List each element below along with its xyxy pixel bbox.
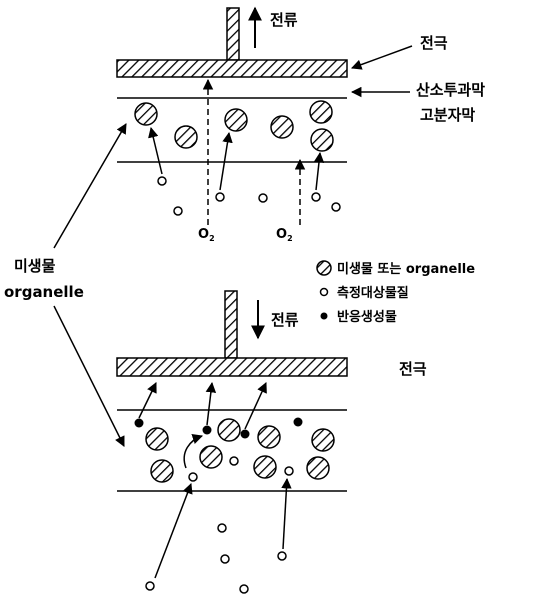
substance-arrow xyxy=(313,151,325,191)
substance xyxy=(229,456,239,466)
bottom-lead-wire xyxy=(224,290,238,359)
bottom-electrode-label: 전극 xyxy=(399,360,427,378)
bottom-current-label: 전류 xyxy=(271,311,299,329)
substance-arrow xyxy=(219,131,233,191)
top-electrode-label: 전극 xyxy=(420,34,448,52)
top-lead-wire xyxy=(226,7,240,61)
bottom-substances xyxy=(145,456,294,594)
substance xyxy=(331,202,341,212)
microbe xyxy=(309,100,333,124)
legend-microbe-symbol xyxy=(316,260,332,276)
microbe xyxy=(306,456,330,480)
microbe xyxy=(217,418,241,442)
side-pointer-top xyxy=(53,123,127,249)
microbe xyxy=(145,427,169,451)
substance xyxy=(220,554,230,564)
substance xyxy=(173,206,183,216)
substance xyxy=(188,472,198,482)
microbe xyxy=(134,102,158,126)
product xyxy=(240,429,250,439)
microbe xyxy=(253,455,277,479)
substance xyxy=(217,523,227,533)
substance-arrow xyxy=(281,477,292,550)
product-arrow xyxy=(138,382,157,419)
top-electrode xyxy=(116,59,348,78)
substance xyxy=(215,192,225,202)
side-label-line1: 미생물 xyxy=(14,257,56,275)
legend-substance-symbol xyxy=(319,287,329,297)
legend-product-label: 반응생성물 xyxy=(337,309,397,325)
legend-microbe-label: 미생물 또는 organelle xyxy=(337,261,475,277)
legend-product-symbol xyxy=(320,312,328,320)
substance xyxy=(239,584,249,594)
top-membrane-label-2: 고분자막 xyxy=(420,106,475,124)
product xyxy=(202,425,212,435)
product-arrow xyxy=(205,381,217,426)
top-current-label: 전류 xyxy=(270,11,298,29)
top-electrode-pointer xyxy=(351,45,413,70)
side-pointer-bottom xyxy=(53,305,125,447)
product-arrow xyxy=(244,382,267,430)
microbe xyxy=(310,128,334,152)
substance xyxy=(284,466,294,476)
legend: 미생물 또는 organelle 측정대상물질 반응생성물 xyxy=(316,260,475,325)
substance xyxy=(311,192,321,202)
product xyxy=(293,417,303,427)
o2-label: O2 xyxy=(198,227,215,243)
microbe xyxy=(224,108,248,132)
substance xyxy=(258,193,268,203)
top-membrane-label-1: 산소투과막 xyxy=(416,81,485,99)
legend-substance-label: 측정대상물질 xyxy=(337,285,409,301)
substance-arrow xyxy=(154,483,193,579)
side-label: 미생물 organelle xyxy=(4,123,127,447)
bottom-microbes xyxy=(145,418,335,483)
substance xyxy=(145,581,155,591)
microbe xyxy=(150,459,174,483)
bottom-products xyxy=(134,417,303,439)
microbe xyxy=(199,445,223,469)
microbe xyxy=(311,428,335,452)
top-microbes xyxy=(134,100,334,152)
substance xyxy=(277,551,287,561)
side-label-line2: organelle xyxy=(4,283,84,301)
product xyxy=(134,418,144,428)
microbe xyxy=(270,115,294,139)
o2-label: O2 xyxy=(276,227,293,243)
substance-curved-arrow xyxy=(183,434,203,469)
substance xyxy=(157,176,167,186)
bottom-panel: 전류 전극 xyxy=(116,290,427,594)
bottom-electrode xyxy=(116,357,348,377)
top-substances xyxy=(157,176,341,216)
substance-arrow xyxy=(148,126,163,175)
microbe xyxy=(257,425,281,449)
top-panel: 전류 전극 산소투과막 고분자막 xyxy=(116,6,485,243)
microbe xyxy=(174,125,198,149)
